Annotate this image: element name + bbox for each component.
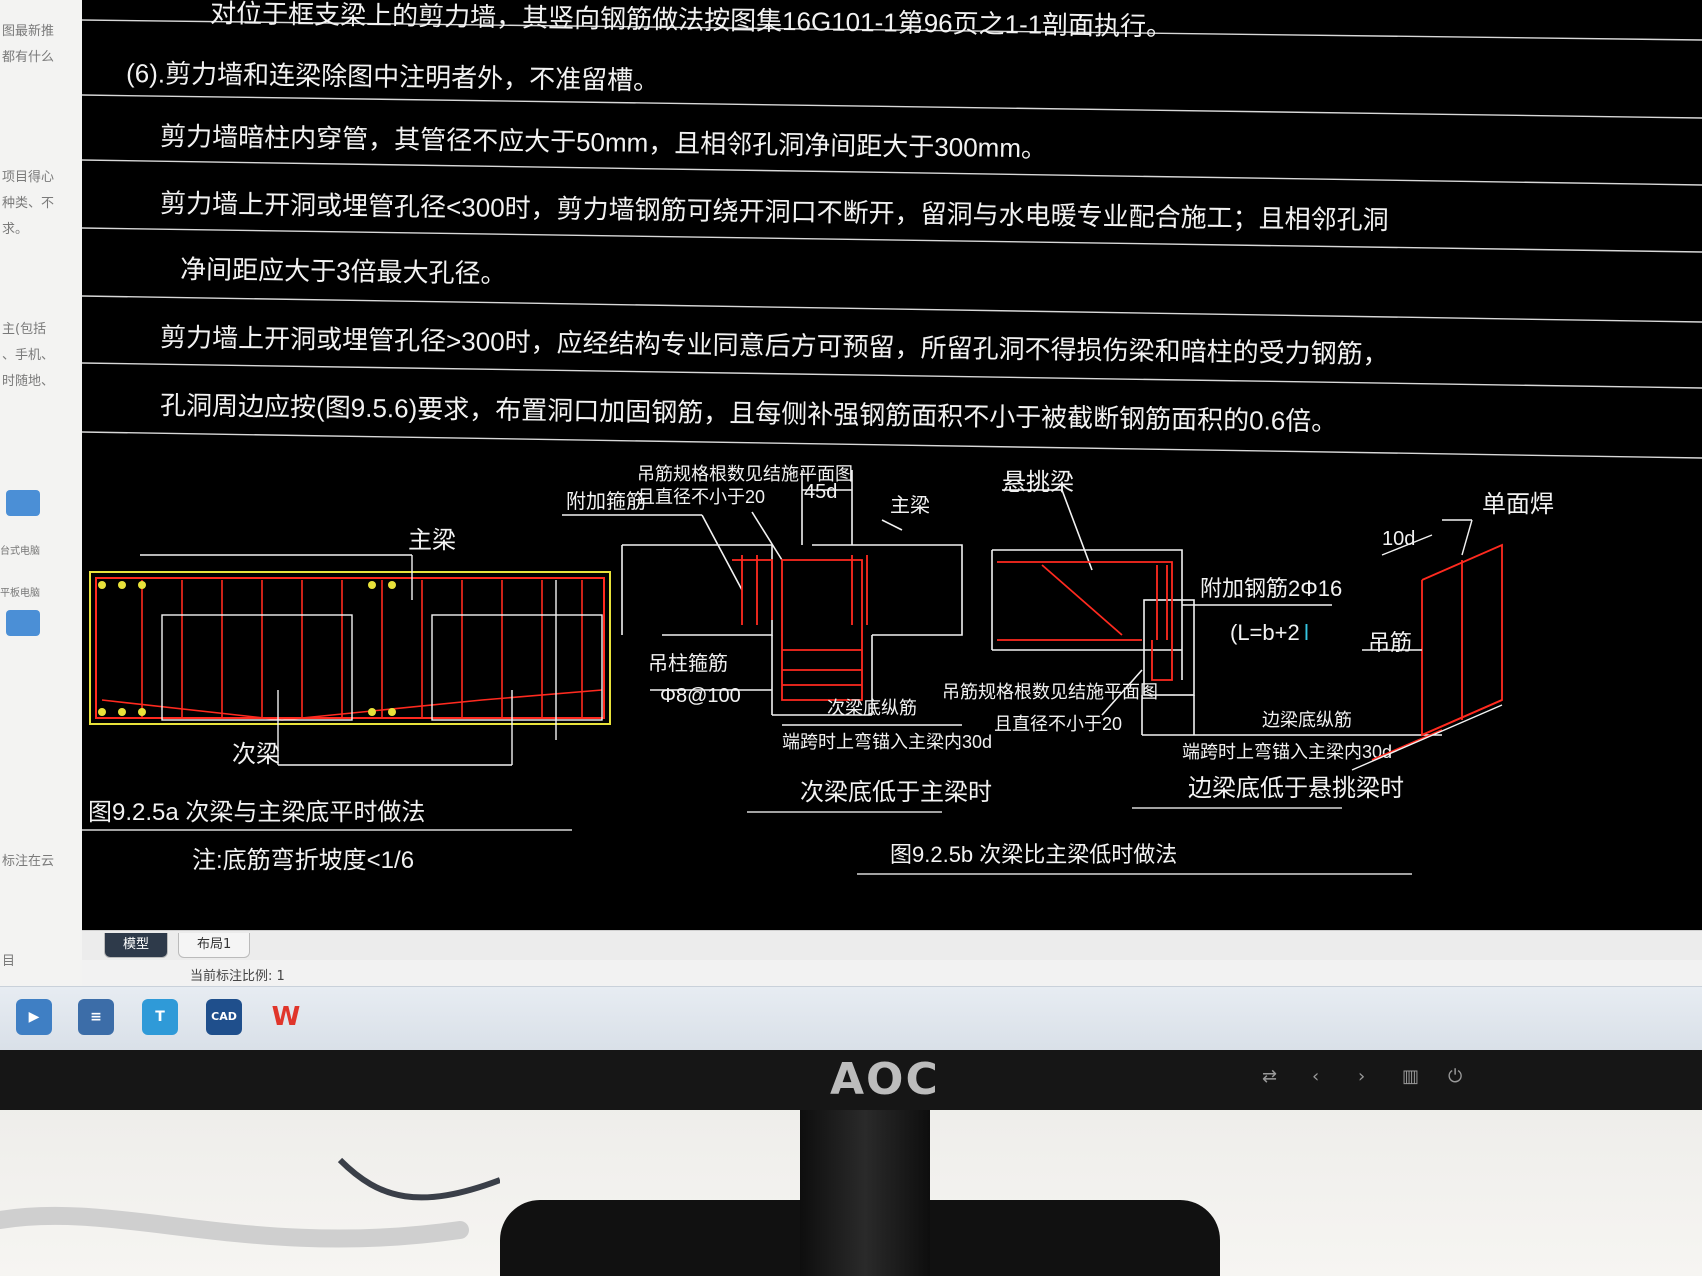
label-edge-bottom-bar: 边梁底纵筋 xyxy=(1262,710,1352,730)
label-hanger-spec-2: 吊筋规格根数见结施平面图 xyxy=(942,682,1158,702)
panel-text: 、手机、 xyxy=(2,348,55,363)
caption-fig-a: 图9.2.5a 次梁与主梁底平时做法 xyxy=(88,799,425,826)
label-hanger-spec: 吊筋规格根数见结施平面图 xyxy=(637,464,853,484)
tablet-icon xyxy=(6,610,40,636)
media-player-icon[interactable]: ▶ xyxy=(16,999,52,1035)
panel-text: 主(包括 xyxy=(2,322,47,337)
label-anchor-30d-2: 端跨时上弯锚入主梁内30d xyxy=(1182,742,1392,762)
desktop-computer-icon xyxy=(6,490,40,516)
label-hanger-stirrup-spec: Φ8@100 xyxy=(660,685,741,707)
device-label: 平板电脑 xyxy=(0,588,40,599)
table-lines xyxy=(82,19,1702,459)
monitor-brand-logo: AOC xyxy=(830,1054,940,1105)
status-bar: 当前标注比例: 1 xyxy=(82,960,1702,986)
tab-model[interactable]: 模型 xyxy=(104,933,169,958)
layout-tab-bar: 模型 布局1 xyxy=(82,930,1702,961)
label-single-weld: 单面焊 xyxy=(1482,491,1554,518)
note-line-4: 剪力墙上开洞或埋管孔径<300时，剪力墙钢筋可绕开洞口不断开，留洞与水电暖专业配… xyxy=(160,188,1389,235)
left-side-panel: 图最新推 都有什么 项目得心 种类、不 求。 主(包括 、手机、 时随地、 台式… xyxy=(0,0,83,1000)
note-line-3: 剪力墙暗柱内穿管，其管径不应大于50mm，且相邻孔洞净间距大于300mm。 xyxy=(160,121,1047,163)
note-line-6: 剪力墙上开洞或埋管孔径>300时，应经结构专业同意后方可预留，所留孔洞不得损伤梁… xyxy=(160,322,1389,369)
menu-icon[interactable]: ▥ xyxy=(1402,1066,1420,1087)
left-arrow-icon[interactable]: ‹ xyxy=(1312,1066,1320,1087)
panel-text: 求。 xyxy=(2,222,29,237)
label-secondary-bottom-bar: 次梁底纵筋 xyxy=(827,698,917,718)
input-source-icon[interactable]: ⇄ xyxy=(1262,1066,1278,1087)
label-extra-bar-length: (L=b+2 xyxy=(1230,620,1300,645)
power-icon[interactable]: ⏻ xyxy=(1448,1066,1463,1087)
cad-canvas[interactable]: 对位于框支梁上的剪力墙，其竖向钢筋做法按图集16G101-1第96页之1-1剖面… xyxy=(82,0,1702,930)
figure-9-2-5b-right: 悬挑梁 附加钢筋2Φ16 (L=b+2 l 吊筋规格根数见结施平面图 且直径不小… xyxy=(942,469,1442,762)
panel-text: 图最新推 xyxy=(2,24,55,39)
caption-sub-b2: 边梁底低于悬挑梁时 xyxy=(1188,775,1404,802)
label-hanger: 吊筋 xyxy=(1368,630,1412,655)
panel-text: 项目得心 xyxy=(2,170,55,185)
panel-text: 都有什么 xyxy=(2,50,55,65)
label-extra-stirrup: 附加箍筋 xyxy=(566,490,646,513)
label-hanger-stirrup: 吊柱箍筋 xyxy=(648,652,728,675)
monitor: 图最新推 都有什么 项目得心 种类、不 求。 主(包括 、手机、 时随地、 台式… xyxy=(0,0,1702,1110)
power-cable xyxy=(0,1157,500,1248)
label-extra-bar: 附加钢筋2Φ16 xyxy=(1200,576,1342,601)
device-label: 台式电脑 xyxy=(0,546,40,557)
label-45d: 45d xyxy=(804,481,837,503)
cyan-annotation-mark: l xyxy=(1304,620,1309,645)
note-line-7: 孔洞周边应按(图9.5.6)要求，布置洞口加固钢筋，且每侧补强钢筋面积不小于被截… xyxy=(160,390,1338,436)
label-anchor-30d: 端跨时上弯锚入主梁内30d xyxy=(782,732,992,752)
file-manager-icon[interactable]: ≡ xyxy=(78,999,114,1035)
figure-weld-detail: 单面焊 10d 吊筋 xyxy=(1351,491,1554,771)
label-hanger-dia-2: 且直径不小于20 xyxy=(994,714,1122,734)
label-cantilever-beam: 悬挑梁 xyxy=(1002,469,1074,496)
panel-text: 目 xyxy=(2,954,16,969)
cad-drawing-area[interactable]: 对位于框支梁上的剪力墙，其竖向钢筋做法按图集16G101-1第96页之1-1剖面… xyxy=(82,0,1702,930)
caption-sub-b1: 次梁底低于主梁时 xyxy=(800,779,992,806)
monitor-screen: 图最新推 都有什么 项目得心 种类、不 求。 主(包括 、手机、 时随地、 台式… xyxy=(0,0,1702,1050)
right-arrow-icon[interactable]: › xyxy=(1358,1066,1366,1087)
figure-9-2-5b-left: 附加箍筋 吊筋规格根数见结施平面图 且直径不小于20 45d 主梁 吊柱箍筋 Φ… xyxy=(562,464,992,752)
tab-layout1[interactable]: 布局1 xyxy=(178,933,251,958)
cad-app-icon[interactable]: CAD xyxy=(206,999,242,1035)
wps-office-icon[interactable]: W xyxy=(271,1002,301,1032)
label-secondary-beam: 次梁 xyxy=(232,741,280,768)
note-line-1: 对位于框支梁上的剪力墙，其竖向钢筋做法按图集16G101-1第96页之1-1剖面… xyxy=(210,0,1172,41)
caption-fig-b: 图9.2.5b 次梁比主梁低时做法 xyxy=(890,842,1177,867)
text-editor-icon[interactable]: T xyxy=(142,999,178,1035)
panel-text: 时随地、 xyxy=(2,374,55,389)
note-line-5: 净间距应大于3倍最大孔径。 xyxy=(180,254,507,289)
label-main-beam: 主梁 xyxy=(408,527,456,554)
figure-9-2-5a: 主梁 次梁 xyxy=(89,527,611,768)
monitor-bezel xyxy=(0,1050,1702,1110)
label-10d: 10d xyxy=(1382,528,1415,550)
label-main-beam-b: 主梁 xyxy=(890,494,930,517)
panel-text: 种类、不 xyxy=(2,196,55,211)
taskbar: ▶ ≡ T CAD W xyxy=(0,986,1702,1050)
caption-note-a: 注:底筋弯折坡度<1/6 xyxy=(192,847,414,874)
annotation-scale-readout: 当前标注比例: 1 xyxy=(190,969,285,984)
note-line-2: (6).剪力墙和连梁除图中注明者外，不准留槽。 xyxy=(126,58,659,95)
panel-text: 标注在云 xyxy=(2,854,55,869)
monitor-stand-neck xyxy=(800,1110,930,1276)
label-hanger-dia: 且直径不小于20 xyxy=(637,487,765,507)
